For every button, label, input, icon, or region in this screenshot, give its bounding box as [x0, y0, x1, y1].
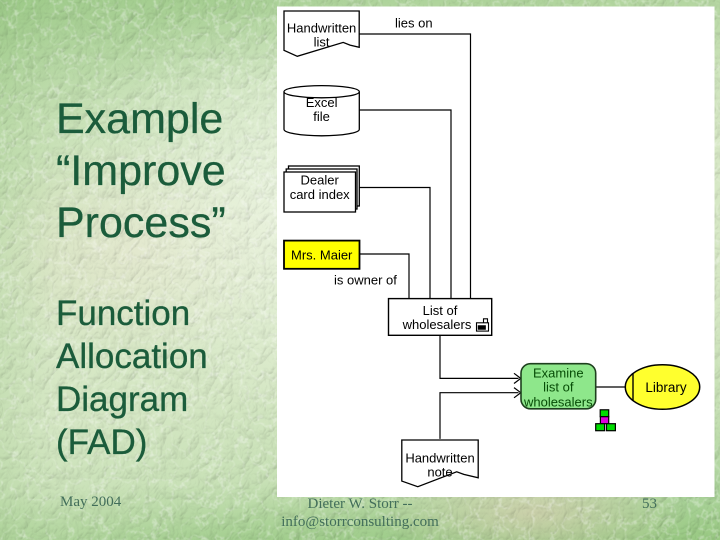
- svg-text:list of: list of: [543, 380, 574, 395]
- svg-text:file: file: [313, 109, 330, 124]
- svg-text:list: list: [314, 35, 330, 50]
- svg-text:note: note: [427, 464, 452, 479]
- svg-text:Excel: Excel: [306, 95, 338, 110]
- svg-text:wholesalers: wholesalers: [523, 395, 593, 410]
- svg-text:List of: List of: [423, 303, 458, 318]
- svg-text:Handwritten: Handwritten: [287, 21, 356, 36]
- svg-text:wholesalers: wholesalers: [402, 317, 472, 332]
- svg-text:is owner of: is owner of: [334, 273, 397, 288]
- svg-text:Handwritten: Handwritten: [405, 450, 474, 465]
- svg-text:Library: Library: [645, 380, 687, 395]
- svg-text:lies on: lies on: [395, 15, 433, 30]
- svg-text:Examine: Examine: [533, 366, 584, 381]
- svg-text:Dealer: Dealer: [301, 172, 340, 187]
- svg-text:Mrs. Maier: Mrs. Maier: [291, 247, 353, 262]
- svg-text:card index: card index: [290, 187, 350, 202]
